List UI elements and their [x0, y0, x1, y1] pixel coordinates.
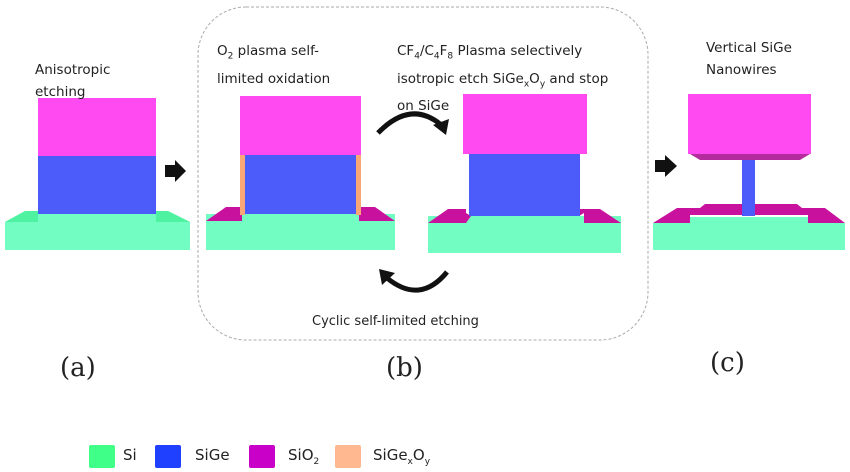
panel-label-b: (b): [386, 353, 423, 383]
panel-label-a: (a): [60, 353, 96, 383]
hard-mask-cap: [688, 94, 811, 154]
si-bevel-left: [5, 211, 38, 222]
si-substrate: [5, 211, 190, 250]
sige-layer: [469, 154, 580, 216]
caption-line: on SiGe: [397, 98, 450, 115]
legend-swatch-sigexoy: [335, 445, 361, 468]
structure-a: [5, 98, 190, 250]
legend-swatch-sige: [155, 445, 181, 468]
hard-mask-cap: [463, 94, 587, 154]
structure-b-etch: [428, 94, 621, 253]
cycle-caption: Cyclic self-limited etching: [312, 314, 479, 329]
sio2-pad-left: [428, 209, 471, 223]
sigexoy-sidewall-left: [240, 155, 245, 215]
etch-caption: CF4/C4F8 Plasma selectively isotropic et…: [397, 40, 608, 117]
cap-bevel: [690, 154, 810, 160]
right-arrow-icon: [655, 155, 677, 177]
si-substrate: [653, 217, 845, 250]
structure-b-oxidation: [206, 96, 395, 250]
caption-line: etching: [35, 84, 86, 100]
legend-label-sigexoy: SiGexOy: [373, 446, 431, 467]
si-bevel-right: [156, 211, 190, 222]
hard-mask-cap: [38, 98, 156, 156]
sige-layer: [245, 155, 356, 214]
curved-arrow-return-icon: [379, 269, 449, 293]
sige-nanowire: [742, 154, 755, 216]
caption-line: Vertical SiGe: [706, 40, 792, 56]
cyclic-process-box: [197, 6, 649, 341]
sigexoy-sidewall-right: [356, 155, 361, 215]
legend-label-si: Si: [123, 446, 137, 464]
sio2-pad-right: [359, 207, 395, 221]
oxidation-caption: O2 plasma self- limited oxidation: [217, 40, 330, 90]
right-arrow-icon: [165, 160, 186, 182]
sio2-pad-right: [579, 209, 621, 223]
panel-a-caption: Anisotropic etching: [35, 59, 110, 103]
legend-swatch-si: [89, 445, 115, 468]
hard-mask-cap: [240, 96, 361, 155]
caption-line: Anisotropic: [35, 62, 111, 78]
caption-line: limited oxidation: [217, 70, 331, 87]
panel-label-c: (c): [710, 348, 745, 378]
legend-label-sio2: SiO2: [288, 446, 320, 467]
legend-swatch-sio2: [249, 445, 275, 468]
caption-line: isotropic etch SiGexOy and stop: [397, 70, 609, 90]
caption-line: CF4/C4F8 Plasma selectively: [397, 43, 583, 62]
sige-layer: [38, 156, 156, 214]
legend-label-sige: SiGe: [195, 446, 230, 464]
caption-line: Nanowires: [706, 62, 777, 78]
curved-arrow-clockwise-icon: [376, 111, 449, 135]
caption-line: O2 plasma self-: [217, 43, 319, 62]
panel-c-caption: Vertical SiGe Nanowires: [706, 37, 792, 81]
sio2-pad-left: [206, 207, 242, 221]
structure-c-nanowire: [653, 94, 845, 250]
